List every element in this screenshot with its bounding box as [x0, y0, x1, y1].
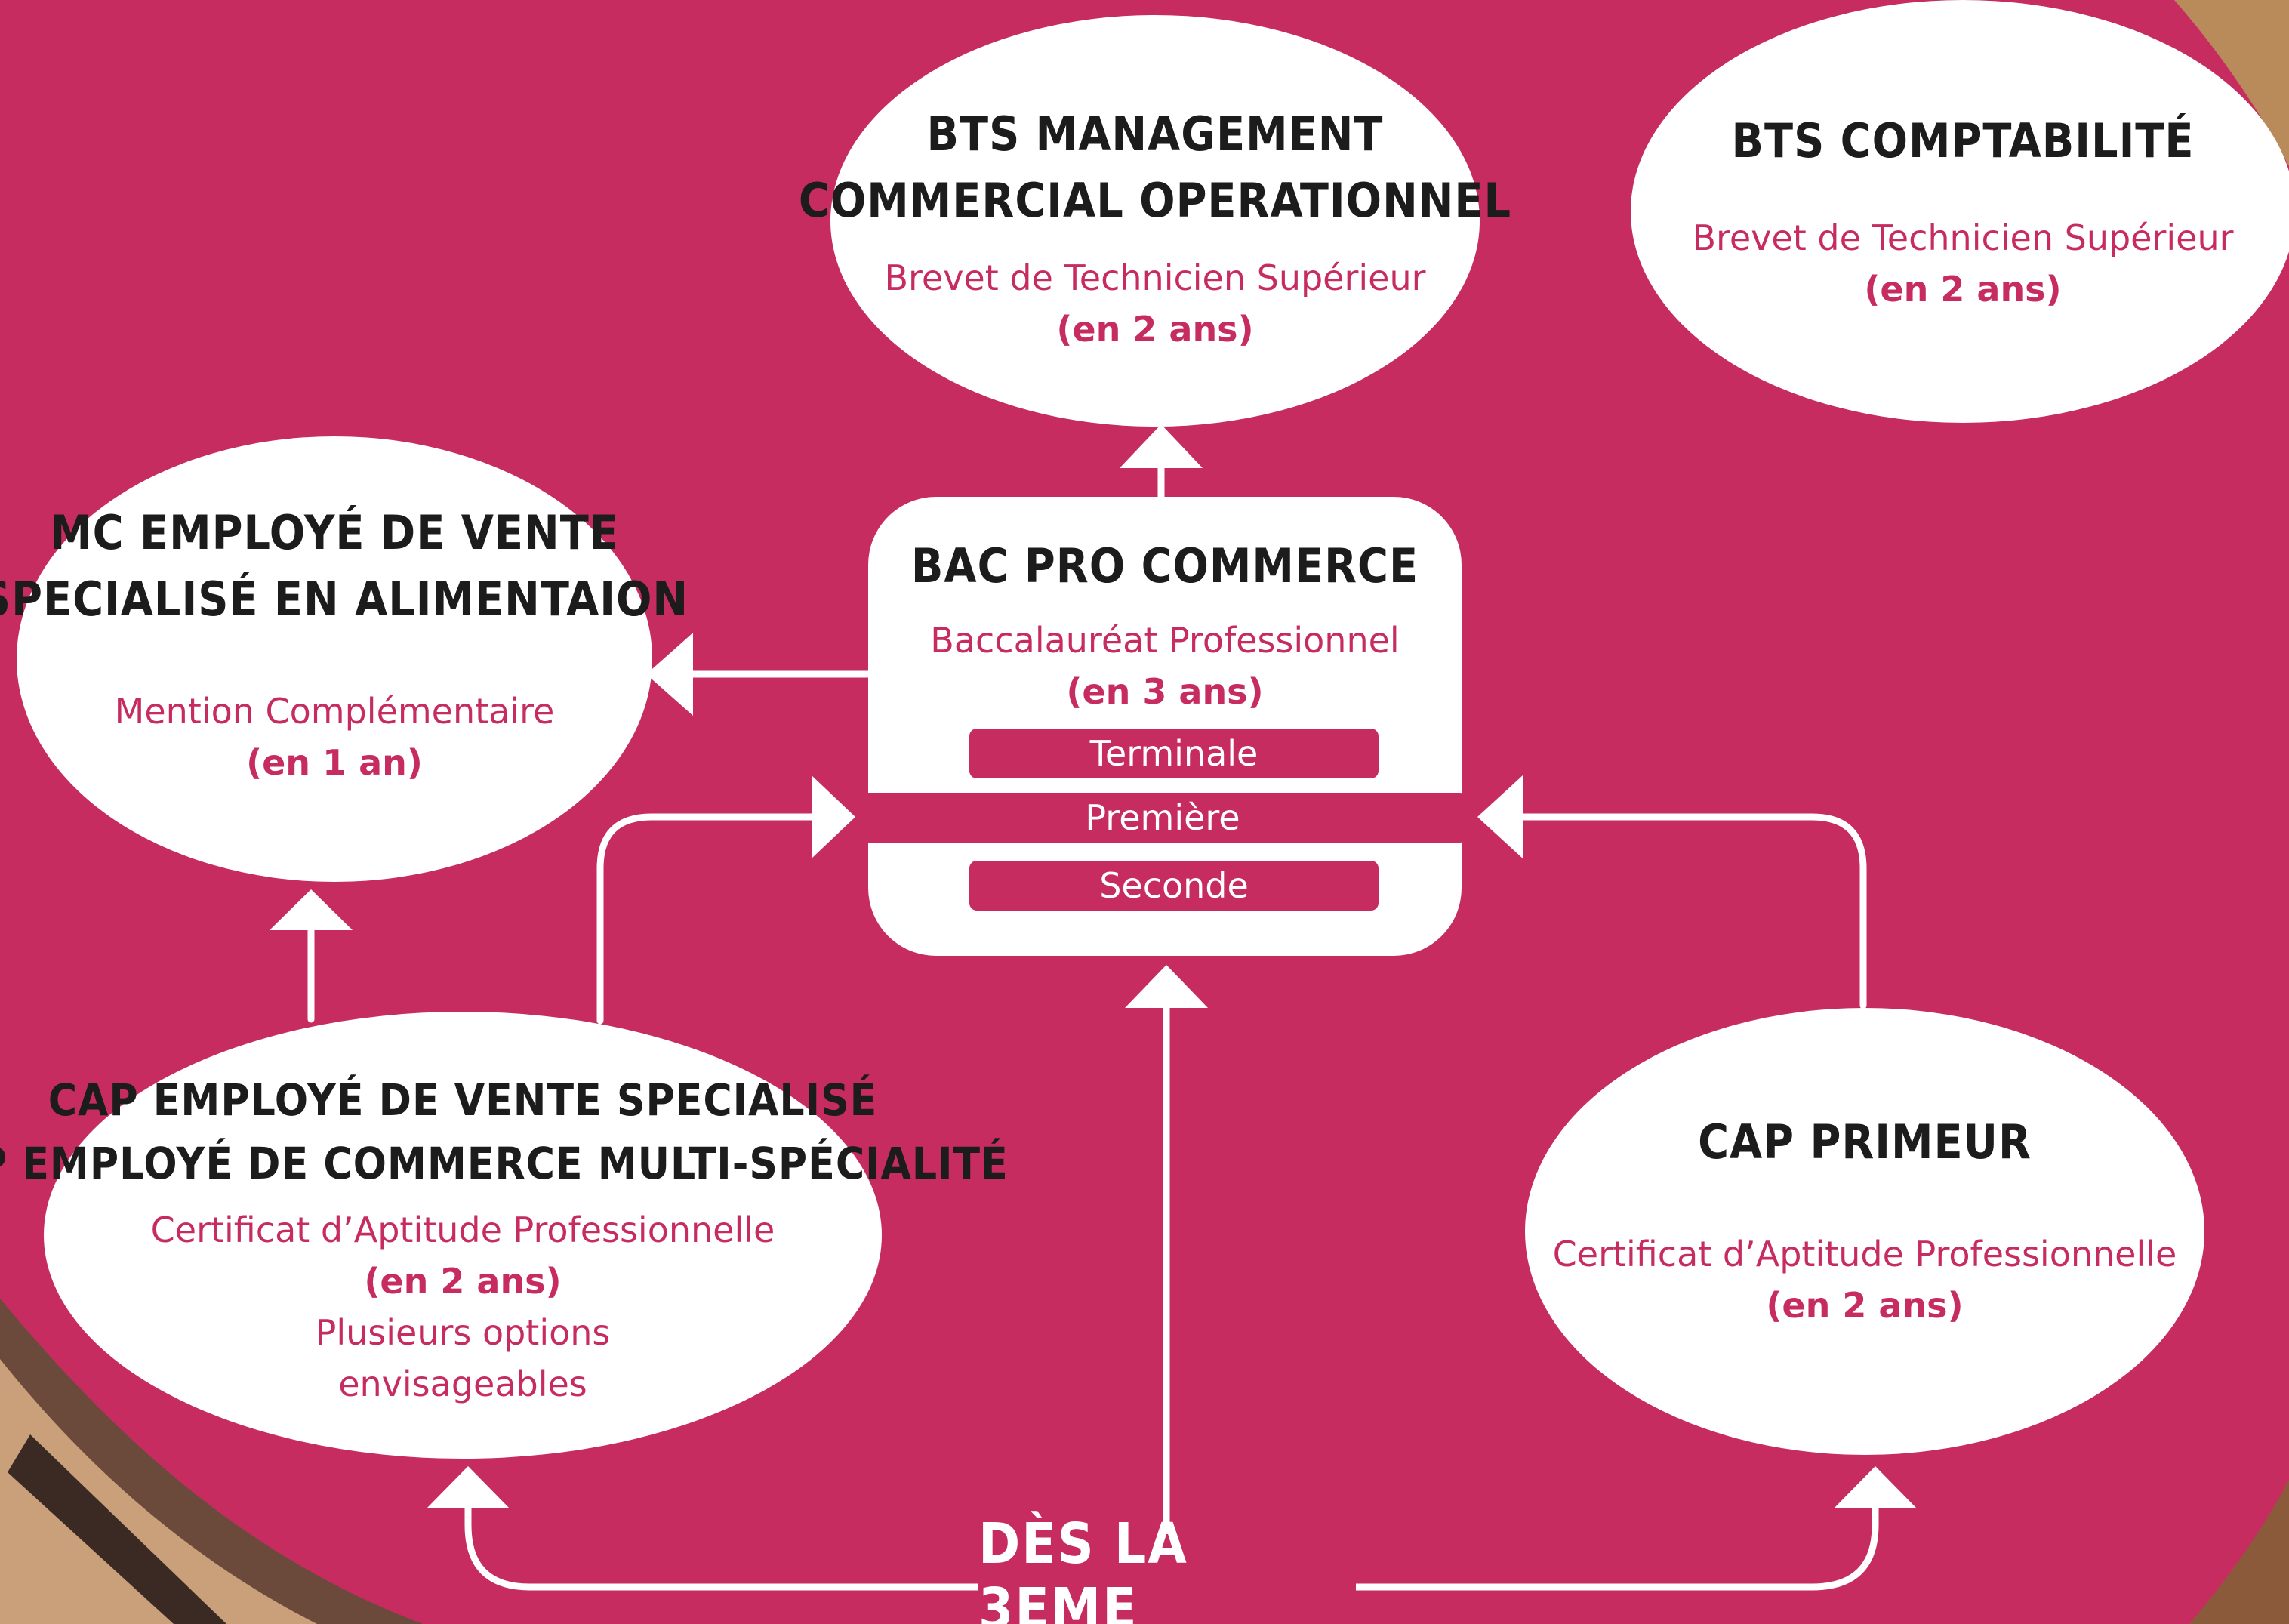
node-description: Brevet de Technicien Supérieur [884, 257, 1426, 298]
arrowhead-start-to-primeur [1834, 1466, 1917, 1508]
node-bts-mco: BTS MANAGEMENT COMMERCIAL OPERATIONNEL B… [799, 15, 1511, 427]
connector-cap-to-bac [596, 813, 818, 1025]
node-description: Brevet de Technicien Supérieur [1692, 217, 2234, 258]
title-line: CAP PRIMEUR [1698, 1114, 2032, 1169]
arrowhead-start-to-cap [427, 1466, 510, 1508]
node-description: Certificat d’Aptitude Professionnelle [150, 1210, 775, 1250]
node-duration: (en 2 ans) [1766, 1285, 1964, 1326]
year-premiere: Première [861, 793, 1465, 843]
title-line: BTS COMPTABILITÉ [1731, 113, 2195, 168]
node-duration: (en 2 ans) [1056, 308, 1254, 350]
arrowhead-to-bts [1120, 424, 1203, 468]
title-line: BAC PRO COMMERCE [910, 538, 1419, 593]
title-line: BTS MANAGEMENT [926, 106, 1384, 162]
title-line: MC EMPLOYÉ DE VENTE [50, 505, 619, 560]
title-line: CAP EMPLOYÉ DE VENTE SPECIALISÉ [48, 1074, 878, 1126]
title-line: CAP EMPLOYÉ DE COMMERCE MULTI-SPÉCIALITÉ [0, 1138, 1009, 1189]
arrowhead-primeur-to-bac [1477, 775, 1523, 858]
year-seconde: Seconde [969, 861, 1379, 911]
node-description: Mention Complémentaire [114, 691, 555, 732]
node-duration: (en 3 ans) [1066, 671, 1264, 712]
node-duration: (en 2 ans) [1864, 269, 2062, 310]
node-description: Certificat d’Aptitude Professionnelle [1552, 1234, 2177, 1274]
node-options-line: Plusieurs options [315, 1312, 611, 1353]
connector-start-to-primeur [1352, 1502, 1879, 1591]
start-label: DÈS LA 3EME [978, 1512, 1356, 1624]
node-duration: (en 1 an) [246, 742, 423, 783]
connector-start-to-cap [464, 1502, 982, 1591]
node-title: BTS COMPTABILITÉ [1732, 108, 2195, 174]
node-options-line: envisageables [338, 1364, 587, 1404]
node-duration: (en 2 ans) [364, 1261, 562, 1302]
arrowhead-to-mc [646, 633, 693, 716]
arrowhead-cap-to-mc [270, 889, 353, 930]
connector-primeur-to-bac [1517, 813, 1867, 1009]
node-title: CAP PRIMEUR [1698, 1109, 2032, 1176]
node-title: BAC PRO COMMERCE [911, 533, 1419, 599]
year-terminale: Terminale [969, 729, 1379, 778]
node-description: Baccalauréat Professionnel [930, 620, 1400, 661]
node-cap-vente: CAP EMPLOYÉ DE VENTE SPECIALISÉ CAP EMPL… [0, 1012, 1008, 1459]
node-bts-comptabilite: BTS COMPTABILITÉ Brevet de Technicien Su… [1631, 0, 2289, 423]
title-line: COMMERCIAL OPERATIONNEL [798, 172, 1512, 228]
node-cap-primeur: CAP PRIMEUR Certificat d’Aptitude Profes… [1525, 1008, 2204, 1455]
title-line: SPECIALISÉ EN ALIMENTAION [0, 572, 689, 627]
node-title: CAP EMPLOYÉ DE VENTE SPECIALISÉ CAP EMPL… [0, 1068, 1009, 1195]
arrowhead-cap-to-bac [812, 775, 855, 858]
node-title: MC EMPLOYÉ DE VENTE SPECIALISÉ EN ALIMEN… [0, 500, 689, 633]
node-mc: MC EMPLOYÉ DE VENTE SPECIALISÉ EN ALIMEN… [0, 436, 688, 882]
arrowhead-start-to-bac [1125, 965, 1208, 1008]
node-title: BTS MANAGEMENT COMMERCIAL OPERATIONNEL [799, 101, 1511, 234]
